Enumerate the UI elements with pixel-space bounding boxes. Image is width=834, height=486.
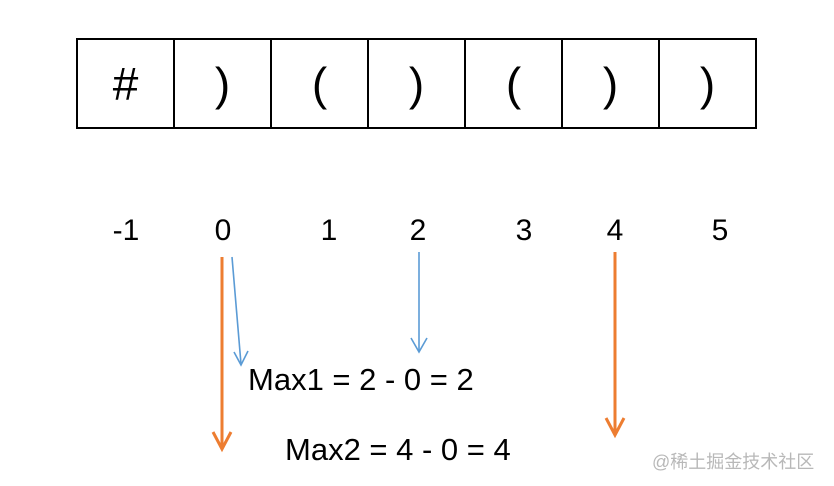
array-cell: (	[466, 40, 563, 127]
array-cell: )	[660, 40, 757, 127]
array-cell: )	[563, 40, 660, 127]
character-array: # ) ( ) ( ) )	[76, 38, 757, 129]
array-cell: #	[78, 40, 175, 127]
array-cell: )	[175, 40, 272, 127]
index-label: 3	[515, 214, 533, 247]
orange-arrow-from-0	[211, 257, 233, 453]
index-label: 0	[214, 214, 232, 247]
array-cell: )	[369, 40, 466, 127]
blue-arrow-from-2	[410, 252, 428, 354]
watermark: @稀土掘金技术社区	[652, 452, 815, 472]
index-label: 2	[409, 214, 427, 247]
max1-equation: Max1 = 2 - 0 = 2	[248, 362, 474, 397]
orange-arrow-from-4	[604, 252, 626, 439]
max2-equation: Max2 = 4 - 0 = 4	[285, 432, 511, 467]
index-label: -1	[112, 214, 140, 247]
index-label: 4	[606, 214, 624, 247]
index-label: 5	[711, 214, 729, 247]
blue-arrow-from-0	[231, 256, 249, 367]
array-cell: (	[272, 40, 369, 127]
index-label: 1	[320, 214, 338, 247]
